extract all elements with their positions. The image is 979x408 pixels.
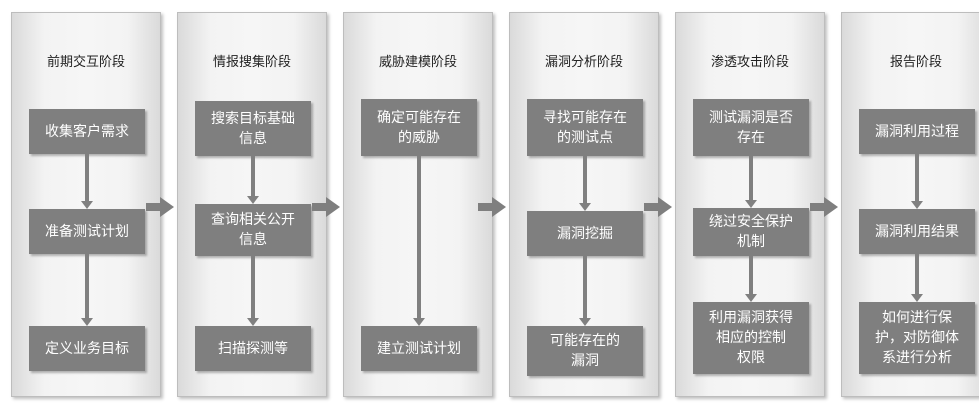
stage-title: 渗透攻击阶段 — [710, 55, 789, 70]
stage-title: 漏洞分析阶段 — [544, 55, 623, 70]
right-arrow-icon — [810, 197, 838, 217]
step-box: 可能存在的 漏洞 — [527, 326, 643, 376]
down-arrow-icon — [579, 156, 591, 211]
stage-title: 情报搜集阶段 — [212, 55, 291, 70]
down-arrow-icon — [81, 254, 93, 326]
down-arrow-icon — [579, 256, 591, 326]
stage-pre-engagement: 前期交互阶段 收集客户需求 准备测试计划 定义业务目标 — [11, 12, 161, 397]
stage-vulnerability-analysis: 漏洞分析阶段 寻找可能存在 的测试点 漏洞挖掘 可能存在的 漏洞 — [509, 12, 659, 397]
down-arrow-icon — [745, 156, 757, 208]
right-arrow-icon — [146, 197, 174, 217]
stage-title: 威胁建模阶段 — [378, 55, 457, 70]
right-arrow-icon — [312, 197, 340, 217]
step-box: 寻找可能存在 的测试点 — [527, 99, 643, 156]
down-arrow-icon — [911, 154, 923, 209]
step-box: 漏洞利用结果 — [859, 209, 975, 254]
right-arrow-icon — [644, 197, 672, 217]
step-box: 如何进行保 护，对防御体 系进行分析 — [859, 302, 975, 374]
down-arrow-icon — [247, 156, 259, 204]
step-box: 扫描探测等 — [195, 326, 311, 371]
step-box: 搜索目标基础 信息 — [195, 101, 311, 156]
down-arrow-icon — [911, 254, 923, 302]
step-box: 测试漏洞是否 存在 — [693, 99, 809, 156]
step-box: 建立测试计划 — [361, 326, 477, 371]
down-arrow-icon — [413, 156, 425, 326]
stage-threat-modeling: 威胁建模阶段 确定可能存在 的威胁 建立测试计划 — [343, 12, 493, 397]
step-box: 利用漏洞获得 相应的控制 权限 — [693, 302, 809, 374]
stage-title: 前期交互阶段 — [46, 55, 125, 70]
step-box: 绕过安全保护 机制 — [693, 208, 809, 256]
right-arrow-icon — [478, 197, 506, 217]
stage-intelligence-gathering: 情报搜集阶段 搜索目标基础 信息 查询相关公开 信息 扫描探测等 — [177, 12, 327, 397]
down-arrow-icon — [81, 154, 93, 209]
stage-title: 报告阶段 — [889, 55, 942, 70]
step-box: 定义业务目标 — [29, 326, 145, 371]
step-box: 漏洞挖掘 — [527, 211, 643, 256]
down-arrow-icon — [247, 256, 259, 326]
step-box: 漏洞利用过程 — [859, 109, 975, 154]
step-box: 准备测试计划 — [29, 209, 145, 254]
step-box: 确定可能存在 的威胁 — [361, 99, 477, 156]
down-arrow-icon — [745, 256, 757, 302]
step-box: 查询相关公开 信息 — [195, 204, 311, 256]
stage-reporting: 报告阶段 漏洞利用过程 漏洞利用结果 如何进行保 护，对防御体 系进行分析 — [841, 12, 979, 397]
step-box: 收集客户需求 — [29, 109, 145, 154]
stage-exploitation: 渗透攻击阶段 测试漏洞是否 存在 绕过安全保护 机制 利用漏洞获得 相应的控制 … — [675, 12, 825, 397]
